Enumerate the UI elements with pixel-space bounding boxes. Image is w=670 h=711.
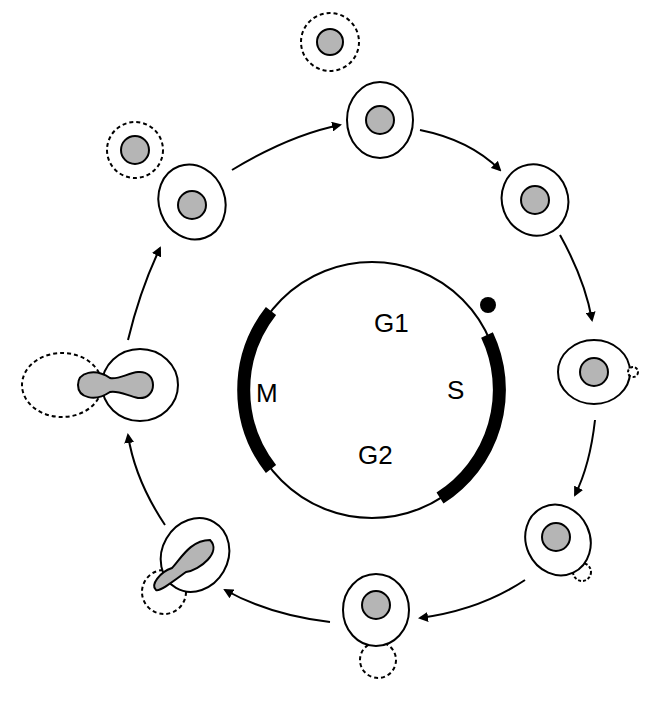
phase-label: G1	[374, 310, 409, 336]
phase-label: G2	[358, 442, 393, 468]
phase-label: M	[256, 380, 278, 406]
phase-label: S	[447, 377, 464, 403]
